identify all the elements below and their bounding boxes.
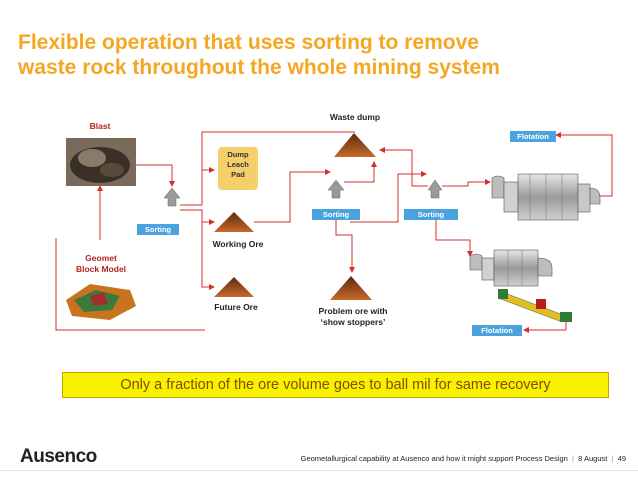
title-line-2: waste rock throughout the whole mining s… bbox=[18, 56, 500, 79]
dump-leach-pad-line3: Pad bbox=[231, 170, 245, 179]
waste-dump-label: Waste dump bbox=[329, 112, 381, 122]
block-model-image bbox=[62, 278, 136, 322]
flow-lines bbox=[55, 131, 613, 333]
footer-separator-1: | bbox=[572, 454, 574, 463]
sorting-box-1: Sorting bbox=[137, 224, 179, 235]
ball-mill-top bbox=[491, 173, 601, 221]
sorter-icon-2 bbox=[327, 179, 345, 199]
working-ore-pile bbox=[214, 212, 254, 232]
dump-leach-pad-line2: Leach bbox=[227, 160, 249, 169]
title-line-1: Flexible operation that uses sorting to … bbox=[18, 31, 479, 54]
dump-leach-pad-box: Dump Leach Pad bbox=[218, 147, 258, 190]
ausenco-logo: Ausenco bbox=[20, 446, 97, 467]
ball-mill-bottom bbox=[469, 249, 553, 287]
sorting-box-3: Sorting bbox=[404, 209, 458, 220]
key-message-banner: Only a fraction of the ore volume goes t… bbox=[62, 372, 609, 398]
dump-leach-pad-line1: Dump bbox=[227, 150, 249, 159]
flotation-box-bottom: Flotation bbox=[472, 325, 522, 336]
footer-divider bbox=[0, 470, 638, 471]
stirred-mill bbox=[497, 289, 572, 323]
footer-separator-2: | bbox=[611, 454, 614, 463]
geomet-label-line1: Geomet bbox=[85, 253, 117, 263]
sorter-icon-3 bbox=[427, 179, 443, 199]
problem-ore-line2: ‘show stoppers’ bbox=[320, 317, 386, 327]
geomet-label: Geomet Block Model bbox=[66, 253, 136, 275]
footer-page-number: 49 bbox=[617, 454, 626, 463]
footer-date: 8 August bbox=[578, 454, 608, 463]
slide-title: Flexible operation that uses sorting to … bbox=[18, 30, 618, 80]
sorting-box-2: Sorting bbox=[312, 209, 360, 220]
working-ore-label: Working Ore bbox=[212, 239, 264, 249]
flotation-box-top: Flotation bbox=[510, 131, 556, 142]
problem-ore-line1: Problem ore with bbox=[318, 306, 388, 316]
waste-dump-pile bbox=[334, 133, 376, 157]
sorter-icon-1 bbox=[163, 187, 181, 207]
geomet-label-line2: Block Model bbox=[75, 264, 127, 274]
problem-ore-label: Problem ore with ‘show stoppers’ bbox=[308, 306, 398, 328]
footer-caption: Geometallurgical capability at Ausenco a… bbox=[0, 454, 626, 463]
blast-photo bbox=[66, 138, 136, 186]
future-ore-label: Future Ore bbox=[214, 302, 258, 312]
blast-label: Blast bbox=[89, 121, 111, 131]
future-ore-pile bbox=[214, 277, 254, 297]
footer-caption-text: Geometallurgical capability at Ausenco a… bbox=[300, 454, 568, 463]
problem-ore-pile bbox=[330, 276, 372, 300]
